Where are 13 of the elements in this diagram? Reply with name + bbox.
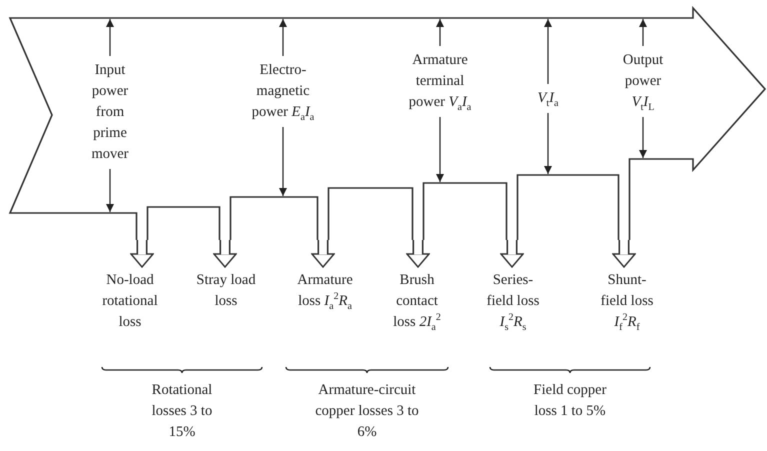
loss-label: Shunt-field loss I$_{f}$$^{2}$R$_{f}$ (596, 270, 658, 333)
power-label: Output power V$_{t}$I$_{L}$ (622, 51, 664, 113)
loss-label: Stray load loss (188, 270, 264, 312)
loss-label: Series-field loss I$_{s}$$^{2}$R$_{s}$ (482, 270, 544, 333)
loss-label: Armature loss I$_{a}$$^{2}$R$_{a}$ (285, 270, 365, 312)
power-label: Input power from prime mover (90, 61, 130, 164)
loss-group-label: Armature-circuit copper losses 3 to 6% (314, 381, 420, 442)
power-label: V$_{t}$I$_{a}$ (536, 89, 560, 109)
loss-group-label: Field copper loss 1 to 5% (532, 381, 608, 421)
loss-label: No-load rotational loss (92, 270, 168, 333)
power-label: Armature terminal power V$_{a}$I$_{a}$ (408, 51, 472, 113)
power-label: Electro-magnetic power E$_{a}$I$_{a}$ (250, 61, 316, 123)
loss-group-label: Rotational losses 3 to 15% (150, 381, 214, 442)
